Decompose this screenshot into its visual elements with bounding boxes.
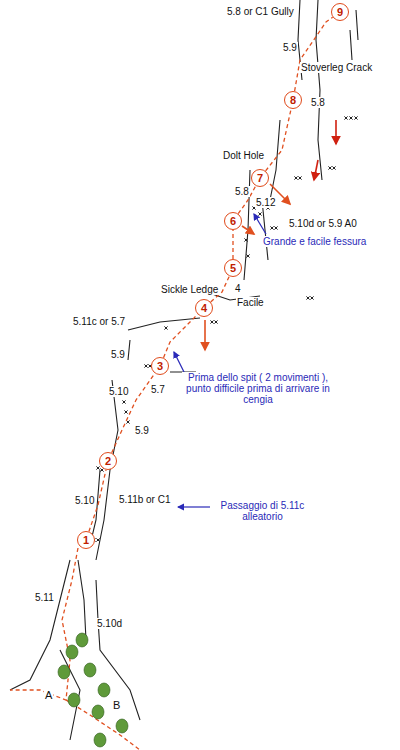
belay-number: 4 <box>201 303 207 314</box>
tree-symbols <box>58 633 128 747</box>
belay-number: 7 <box>257 173 263 184</box>
grade-label: 5.8 <box>234 186 250 197</box>
approach-route <box>10 548 140 750</box>
grade-label: Stoverleg Crack <box>300 62 373 73</box>
belay-circle: 9 <box>331 3 349 21</box>
grade-label: Sickle Ledge <box>160 284 219 295</box>
belay-circle: 8 <box>284 91 302 109</box>
grade-label: 5.11 <box>34 592 55 603</box>
grade-label: 5.12 <box>255 197 276 208</box>
grade-label: 5.9 <box>282 42 298 53</box>
grade-label: 5.8 or C1 Gully <box>226 6 295 17</box>
grade-label: Dolt Hole <box>222 150 265 161</box>
belay-number: 1 <box>83 535 89 546</box>
grade-label: 5.8 <box>310 97 326 108</box>
grade-label: 5.9 <box>134 425 150 436</box>
belay-circle: 1 <box>77 531 95 549</box>
belay-circle: 6 <box>224 212 242 230</box>
grade-label: Facile <box>236 297 265 308</box>
grade-label: 5.10d <box>96 618 123 629</box>
belay-circle: 5 <box>224 259 242 277</box>
grade-label: 5.9 <box>110 349 126 360</box>
descent-arrows <box>205 120 336 350</box>
grade-label: 5.11c or 5.7 <box>72 316 126 327</box>
crack-lines <box>10 0 358 740</box>
grade-label: 5.11b or C1 <box>118 494 172 505</box>
note-text: Grande e facile fessura <box>262 236 367 247</box>
belay-number: 2 <box>105 456 111 467</box>
grade-label: 5.7 <box>150 384 166 395</box>
note-text: Passaggio di 5.11c alleatorio <box>214 500 311 522</box>
grade-label: A <box>44 690 53 701</box>
belay-circle: 7 <box>251 169 269 187</box>
belay-number: 5 <box>230 263 236 274</box>
grade-label: 5.10d or 5.9 A0 <box>288 218 358 229</box>
belay-circle: 3 <box>151 357 169 375</box>
callout-arrows <box>174 214 266 507</box>
route-line <box>164 314 198 357</box>
route-line <box>266 109 292 171</box>
belay-number: 3 <box>157 361 163 372</box>
grade-label: 5.10 <box>74 495 95 506</box>
grade-label: B <box>112 700 121 711</box>
belay-number: 8 <box>290 95 296 106</box>
note-text: Prima dello spit ( 2 movimenti ), punto … <box>182 372 334 405</box>
belay-circle: 2 <box>99 452 117 470</box>
route-line <box>232 230 233 259</box>
belay-number: 9 <box>337 7 343 18</box>
belay-circle: 4 <box>195 299 213 317</box>
bolt-marks <box>92 10 357 541</box>
belay-number: 6 <box>230 216 236 227</box>
grade-label: 5.10 <box>108 386 129 397</box>
grade-label: 4 <box>234 283 242 294</box>
route-line <box>295 17 333 91</box>
